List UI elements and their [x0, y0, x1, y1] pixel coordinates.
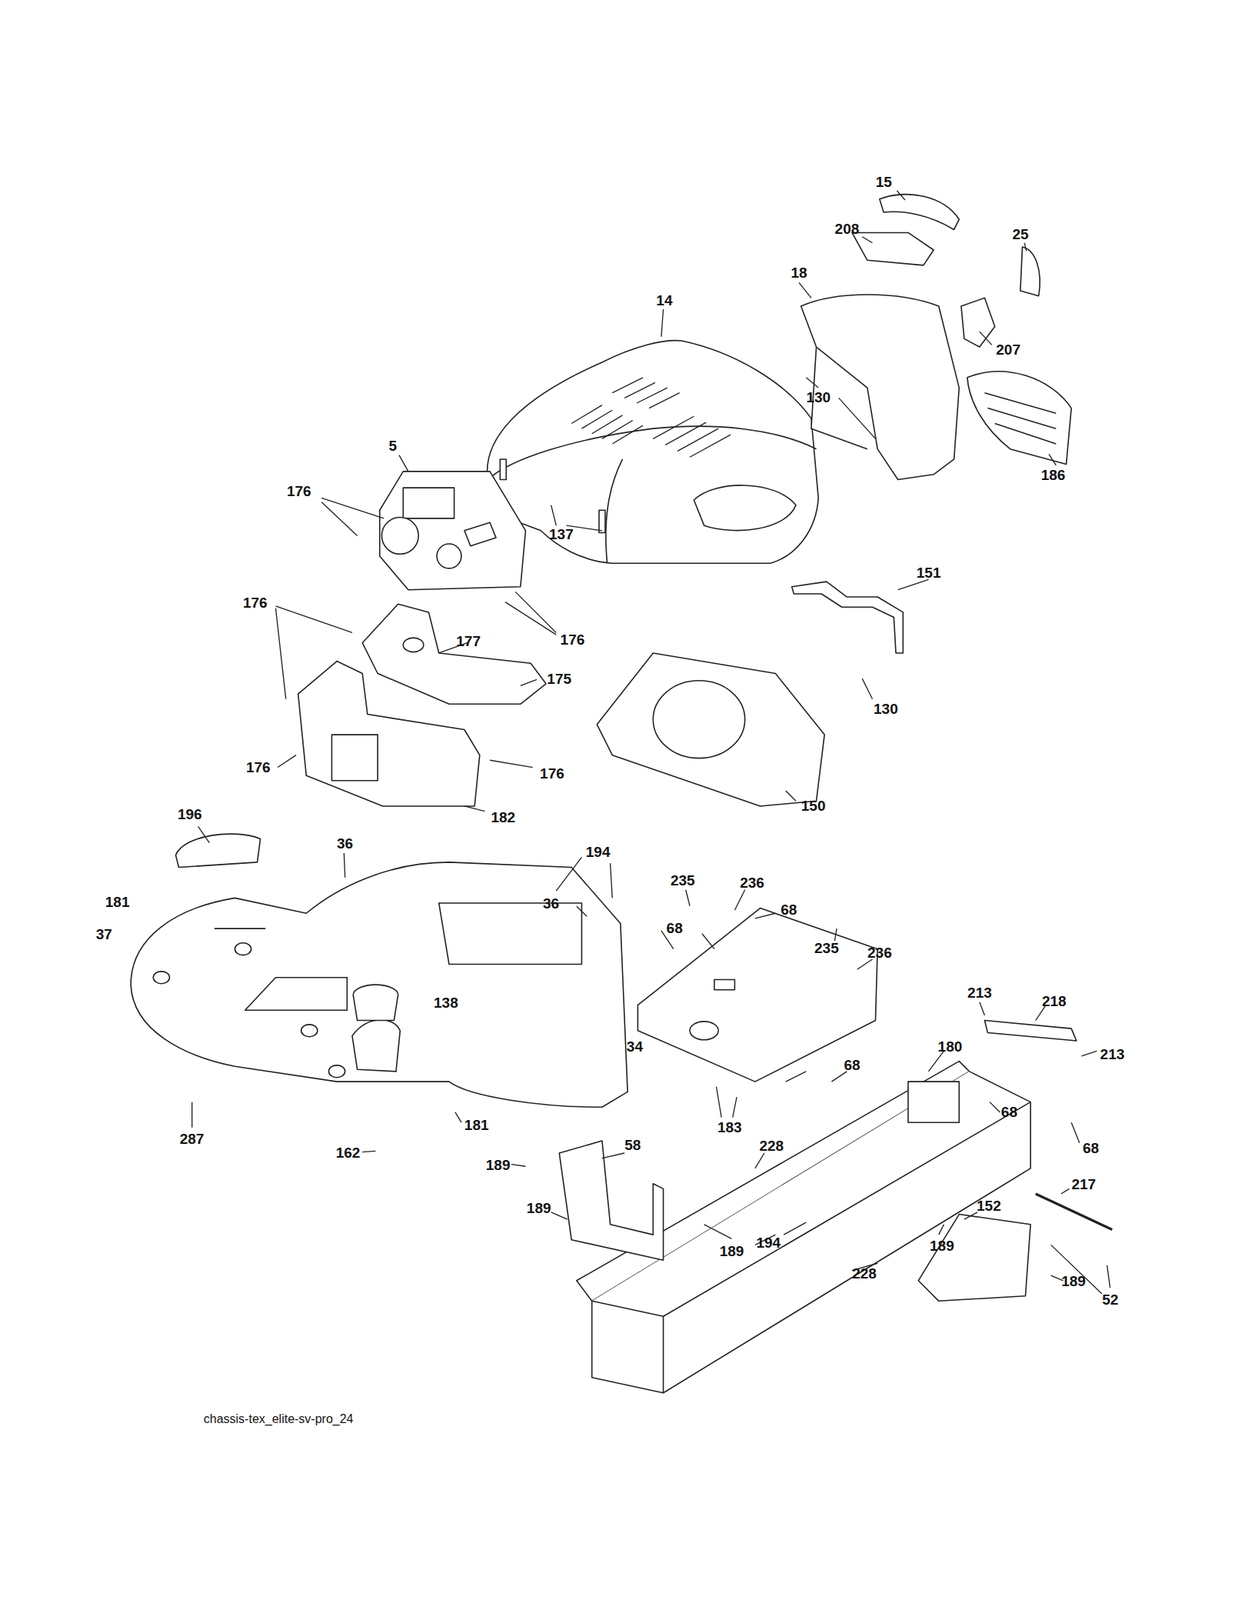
callout-number: 177: [454, 632, 483, 650]
callout-number: 236: [865, 944, 894, 961]
callout-number: 176: [559, 630, 587, 647]
callout-number: 176: [241, 593, 270, 610]
callout-number: 189: [928, 1237, 956, 1254]
callout-number: 162: [334, 1144, 363, 1161]
callout-number: 37: [94, 925, 114, 943]
callout-number: 194: [584, 842, 613, 859]
callout-number: 194: [754, 1234, 783, 1251]
callout-number: 181: [462, 1116, 491, 1133]
callout-number: 18: [789, 264, 809, 281]
callout-number: 207: [994, 340, 1022, 357]
callout-number: 176: [285, 482, 313, 500]
callout-number: 189: [718, 1241, 746, 1259]
callout-number: 176: [244, 758, 273, 775]
callout-number: 213: [965, 983, 994, 1000]
callout-number: 235: [669, 871, 697, 888]
callout-number: 68: [665, 919, 685, 936]
callout-number: 181: [103, 892, 132, 909]
callout-number: 175: [545, 670, 573, 687]
callout-number: 180: [936, 1038, 965, 1055]
callout-number: 34: [625, 1038, 645, 1055]
callout-number: 217: [1069, 1175, 1098, 1192]
callout-number: 52: [1100, 1291, 1120, 1308]
callout-number: 228: [757, 1136, 786, 1153]
callout-number: 68: [842, 1056, 863, 1073]
callout-number: 137: [547, 525, 576, 543]
callout-number: 130: [872, 699, 900, 716]
callout-number: 196: [176, 805, 204, 822]
callout-number: 287: [178, 1129, 207, 1146]
callout-number: 189: [1059, 1272, 1088, 1289]
callout-number: 25: [1010, 225, 1030, 242]
callout-number: 183: [715, 1118, 744, 1136]
callout-number: 189: [484, 1156, 513, 1173]
callout-number: 186: [1039, 466, 1068, 483]
callout-number: 68: [1081, 1138, 1101, 1156]
callout-number: 189: [525, 1198, 553, 1216]
callout-number: 213: [1098, 1045, 1127, 1062]
callout-number: 182: [489, 808, 517, 825]
callout-number: 235: [812, 938, 841, 956]
callout-number: 236: [738, 873, 766, 890]
callout-number: 5: [387, 436, 400, 453]
callout-number: 58: [622, 1135, 643, 1152]
callout-number: 150: [799, 797, 828, 814]
callout-number: 208: [833, 220, 862, 237]
callout-number: 15: [874, 173, 894, 190]
callout-number: 228: [850, 1264, 879, 1281]
callout-number: 68: [778, 901, 799, 918]
callout-number: 138: [432, 994, 460, 1011]
callout-number: 36: [541, 895, 561, 912]
file-name: chassis-tex_elite-sv-pro_24: [202, 1411, 356, 1426]
callout-number: 68: [999, 1103, 1019, 1120]
callout-number: 36: [335, 835, 355, 852]
callout-number: 130: [804, 389, 833, 406]
callout-number: 151: [915, 564, 943, 581]
callout-number: 152: [975, 1197, 1003, 1214]
callout-number: 14: [654, 292, 674, 309]
callout-number: 176: [538, 764, 566, 781]
callout-number: 218: [1040, 992, 1069, 1009]
